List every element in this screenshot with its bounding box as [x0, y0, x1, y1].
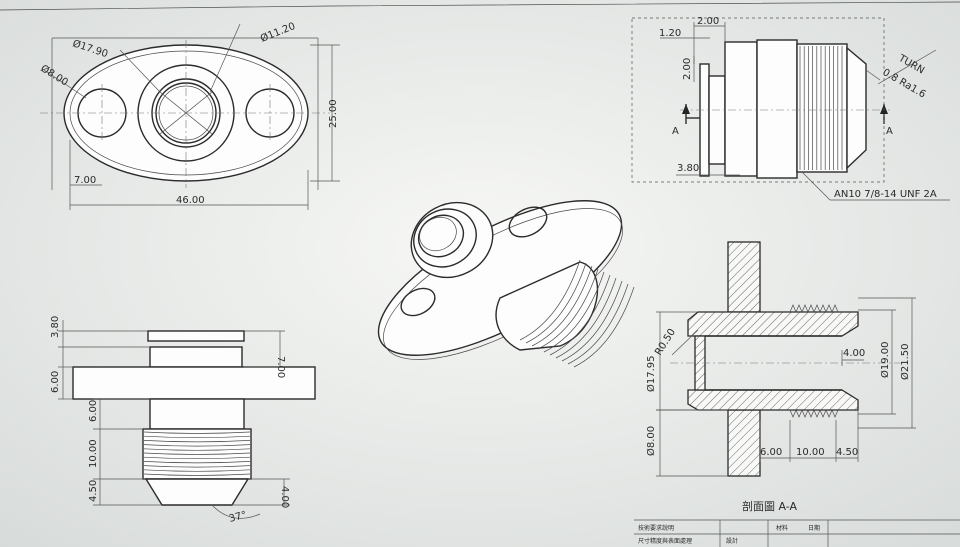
title-row1-date: 日期 [808, 524, 820, 532]
title-row2-label: 尺寸精度與表面處理 [638, 537, 692, 545]
dim-front-chamfer: 4.50 [88, 480, 99, 502]
dim-front-top: 3.80 [50, 316, 61, 338]
dim-front-tip: 4.00 [279, 486, 290, 508]
front-chamfer [144, 478, 250, 506]
thread-callout: AN10 7/8-14 UNF 2A [834, 189, 937, 200]
dim-flange-height: 25.00 [328, 99, 339, 128]
section-view: Ø17.95 R0.50 Ø8.00 Ø19.00 Ø21.50 4.00 6.… [645, 241, 916, 513]
side-thread-body [796, 43, 848, 173]
dim-side-d: 3.80 [677, 163, 699, 174]
dim-section-x2: 10.00 [796, 447, 825, 458]
dim-front-flange: 6.00 [50, 371, 61, 393]
dim-flange-width: 46.00 [176, 195, 205, 206]
iso-bolt-hole-lower [400, 287, 436, 317]
dim-section-depth: 4.00 [843, 348, 865, 359]
dim-section-hole: Ø8.00 [645, 426, 657, 456]
title-block: 技術要求說明 材料 日期 尺寸精度與表面處理 設計 [634, 519, 960, 547]
dim-section-bore: Ø17.95 [645, 356, 657, 393]
iso-bolt-hole-upper [508, 206, 548, 238]
dim-section-x1: 6.00 [760, 447, 782, 458]
section-flange-lower [727, 409, 761, 477]
title-row2-design: 設計 [726, 537, 738, 545]
title-row1-material: 材料 [776, 524, 788, 532]
section-marker-left: A [672, 126, 679, 137]
dim-front-thread: 10.00 [88, 439, 99, 468]
side-chamfer [846, 46, 867, 170]
dim-front-angle: 37° [228, 510, 248, 525]
dim-side-a: 1.20 [659, 28, 681, 39]
dim-side-b: 2.00 [697, 16, 719, 27]
dim-hole-offset: 7.00 [74, 175, 96, 186]
dim-side-c: 2.00 [682, 58, 693, 80]
dim-front-neck: 6.00 [88, 400, 99, 422]
section-wall-upper [687, 311, 859, 337]
section-wall-lower [687, 389, 859, 411]
dim-front-boss: 7.00 [275, 356, 286, 378]
front-view: 3.80 6.00 6.00 10.00 4.50 7.00 4.00 37° [50, 316, 316, 525]
section-marker-right: A [886, 126, 893, 137]
section-title: 剖面圖 A-A [742, 499, 798, 513]
side-flange [724, 41, 758, 177]
dim-section-inner: Ø19.00 [879, 342, 891, 379]
dim-section-outer: Ø21.50 [899, 344, 911, 381]
title-row1-label: 技術要求說明 [638, 524, 674, 532]
isometric-view [377, 200, 635, 368]
section-flange-upper [727, 241, 761, 313]
dim-section-x3: 4.50 [836, 447, 858, 458]
